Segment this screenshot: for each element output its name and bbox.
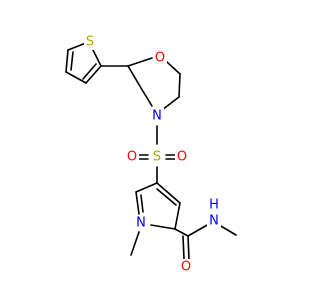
- atom-label: O: [155, 51, 165, 66]
- atom-S-sulfonyl: S: [150, 149, 164, 165]
- bond: [82, 63, 97, 80]
- bond: [187, 223, 210, 237]
- atom-O-sulfonyl-left: O: [125, 149, 139, 165]
- pyrrole-ring: [135, 182, 181, 230]
- bond: [161, 96, 180, 111]
- molecule-structure: S O N S O O N O N H: [65, 34, 237, 275]
- bond: [140, 194, 144, 213]
- bond: [174, 228, 189, 237]
- bond: [65, 71, 87, 84]
- atom-label: H: [209, 198, 219, 213]
- atom-O-amide: O: [179, 259, 193, 275]
- bond: [182, 235, 185, 260]
- bond: [174, 202, 181, 230]
- bond: [218, 224, 237, 236]
- atom-label: O: [127, 150, 137, 165]
- atom-label: N: [136, 216, 146, 231]
- morpholine-ring: [127, 57, 181, 111]
- atom-label: O: [181, 260, 191, 275]
- atom-N-amide: N: [207, 213, 221, 229]
- bond: [156, 188, 177, 206]
- atom-N-morpholine: N: [150, 108, 164, 124]
- bond: [130, 231, 140, 256]
- atom-O-morpholine: O: [153, 50, 167, 66]
- thiophene-ring: [65, 42, 102, 84]
- atom-label: N: [152, 109, 162, 124]
- bond: [65, 49, 69, 73]
- atom-O-sulfonyl-right: O: [175, 149, 189, 165]
- bond: [150, 224, 176, 230]
- bond: [156, 182, 181, 204]
- atom-label: S: [153, 150, 161, 165]
- atom-N-pyrrole: N: [134, 215, 148, 231]
- bond: [178, 73, 181, 98]
- bond: [187, 235, 190, 260]
- bond: [127, 65, 142, 89]
- atom-label: N: [209, 214, 219, 229]
- bond: [140, 87, 153, 107]
- atom-label: S: [86, 35, 94, 50]
- bond: [85, 65, 102, 84]
- bond: [70, 51, 74, 71]
- bond: [127, 57, 153, 67]
- atom-H-amide: H: [207, 197, 221, 213]
- bond: [166, 61, 181, 75]
- bond: [135, 182, 158, 193]
- bond: [67, 42, 87, 51]
- bond: [135, 191, 140, 215]
- atom-label: O: [177, 150, 187, 165]
- atom-S-thiophene: S: [84, 34, 98, 50]
